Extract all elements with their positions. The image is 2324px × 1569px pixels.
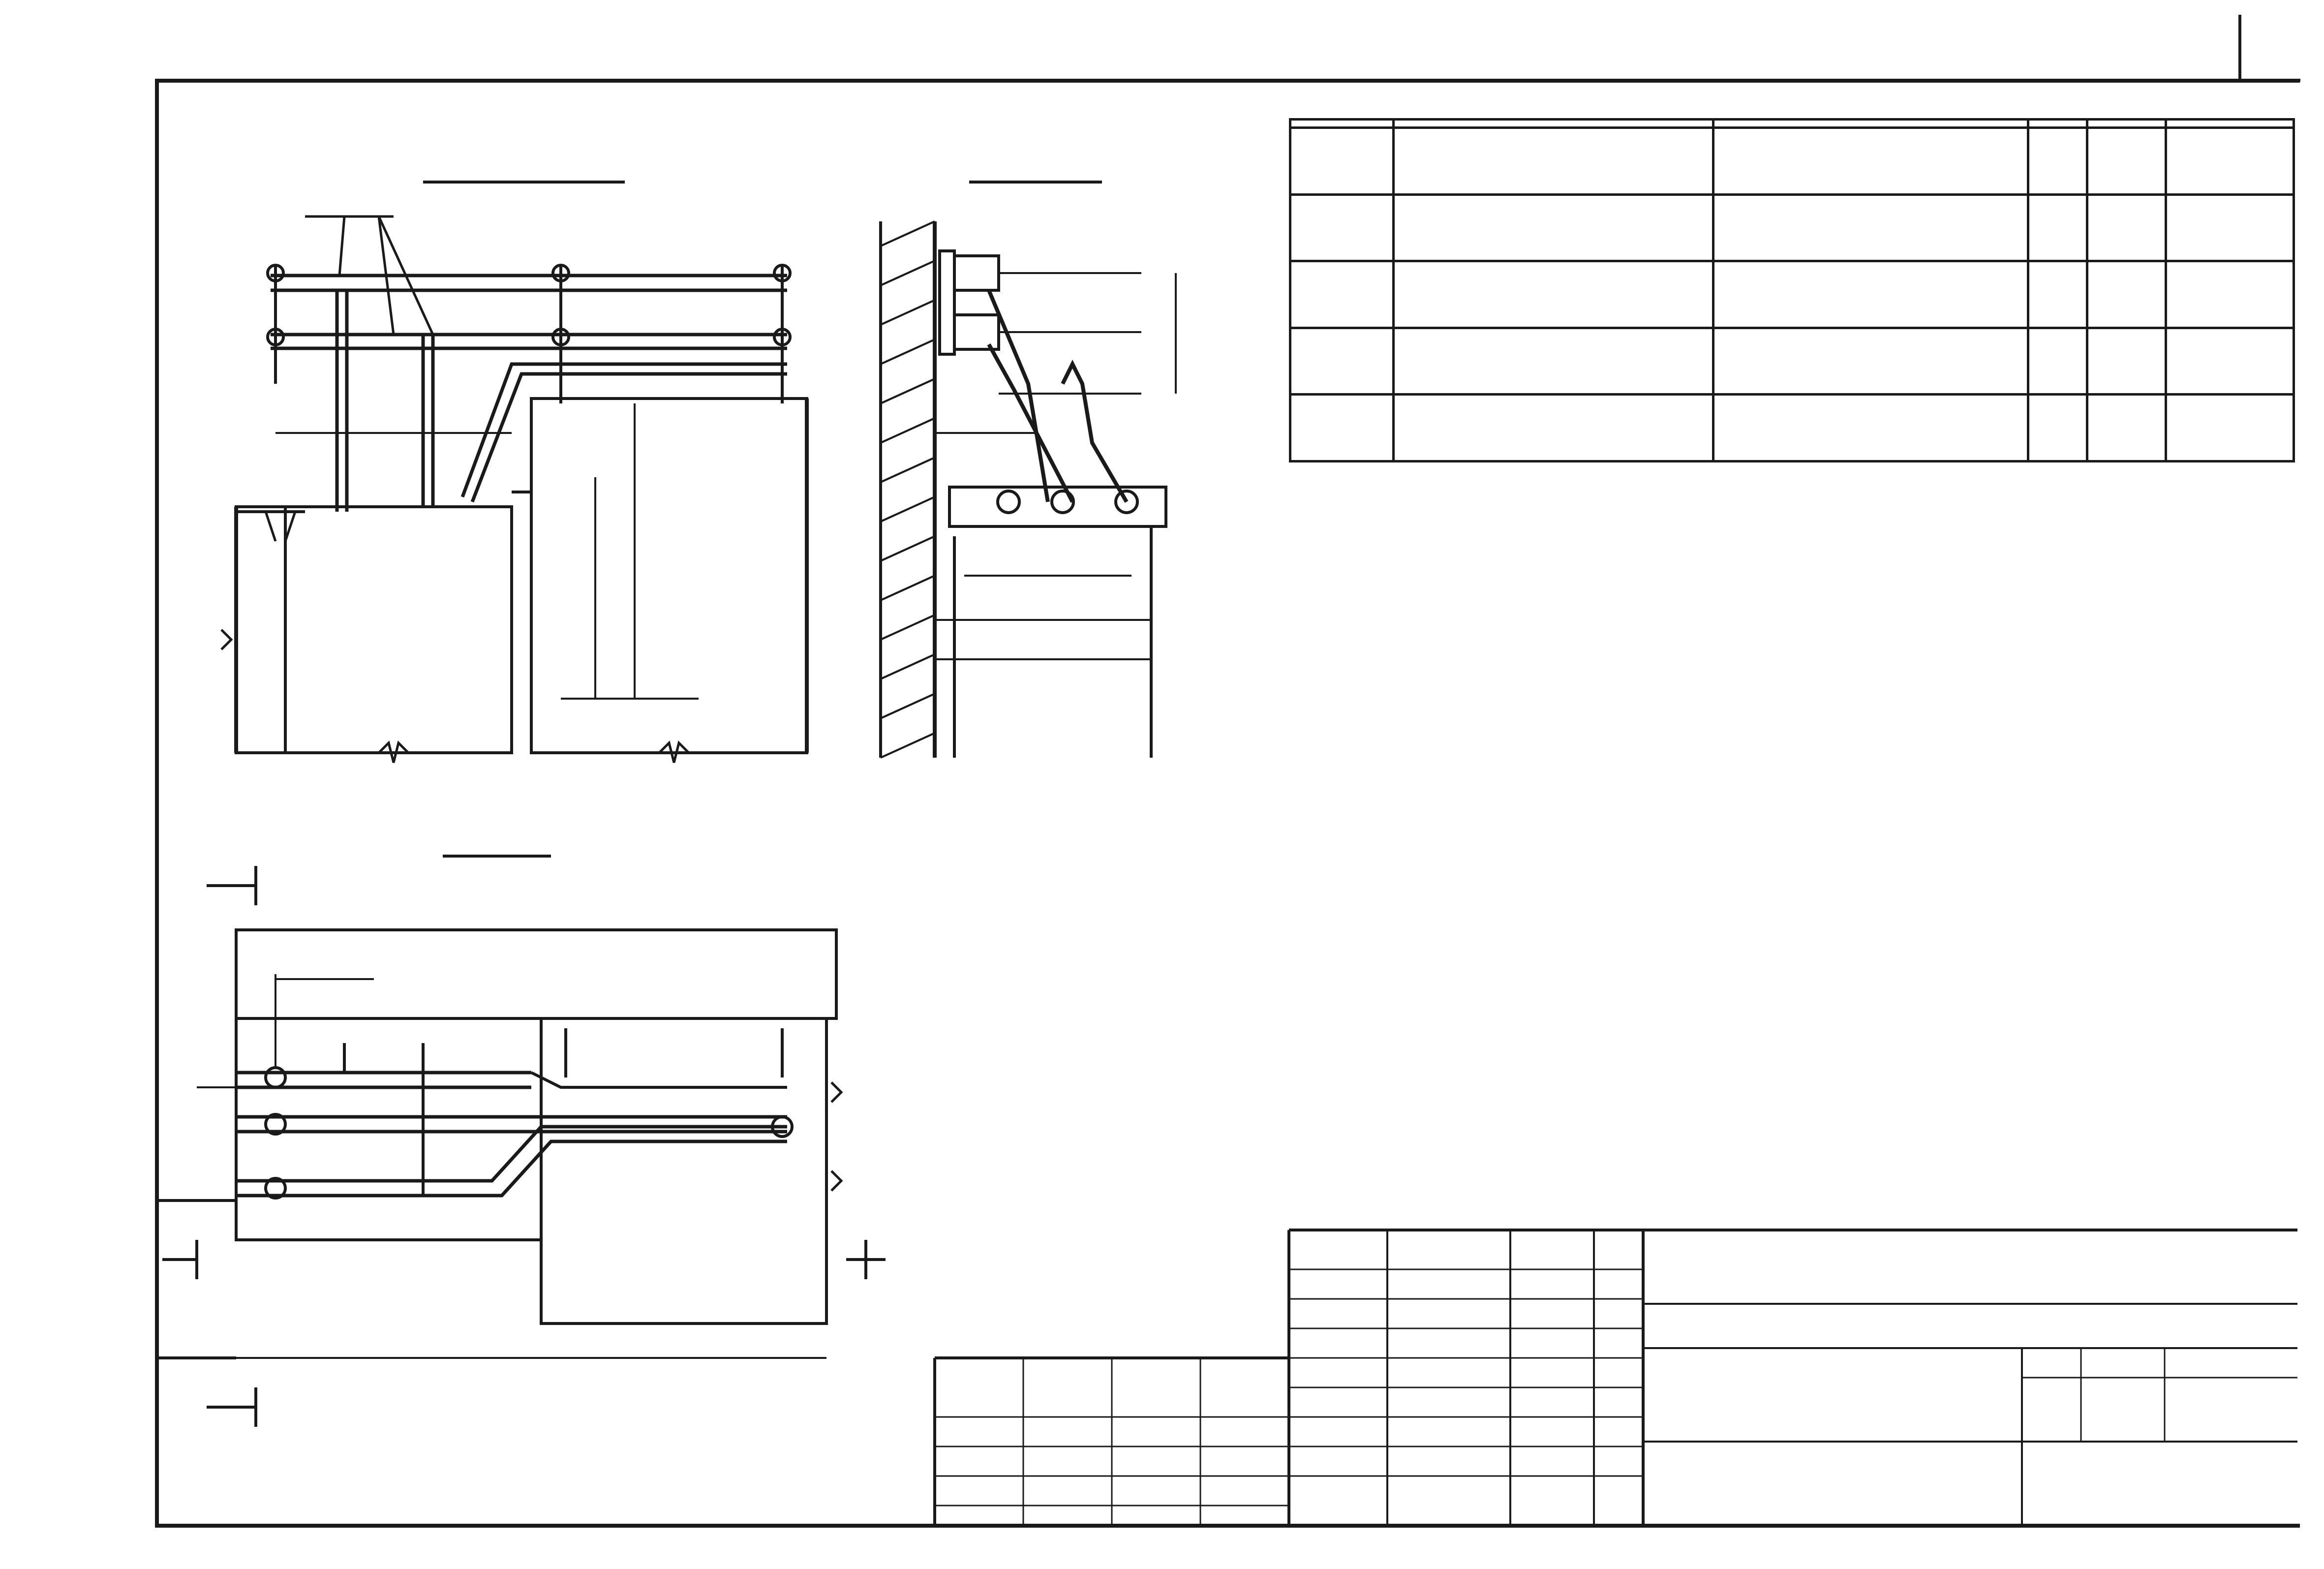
spec-cell [2027,126,2088,196]
spec-cell [1392,326,1714,396]
sheet-frame-left [155,79,159,1528]
spec-cell [1392,126,1714,196]
aa-break-mark [220,629,233,650]
spec-cell [1712,193,2029,263]
bb-holder-lower [953,313,1000,351]
spec-header-designation [1392,118,1714,129]
spec-cell [2027,326,2088,396]
spec-cell [2165,193,2295,263]
title-block-grid [155,1199,2297,1525]
plan-camera-7 [235,1017,543,1241]
spec-header-note [2165,118,2295,129]
spec-header-pos [1289,118,1395,129]
spec-header-mass [2086,118,2167,129]
plan-back-wall [235,928,838,1020]
spec-cell [2027,393,2088,462]
spec-cell [1392,193,1714,263]
spec-cell [1712,326,2029,396]
specification-table [1289,118,2295,462]
spec-header-name [1712,118,2029,129]
spec-cell [1289,260,1395,329]
table-row [1289,260,2295,329]
spec-cell [2165,393,2295,462]
aa-insulators [266,264,792,403]
plan-camera-9 [540,1017,828,1325]
table-row [1289,126,2295,196]
aa-busbar-bend-2 [470,372,787,503]
spec-header-qty [2027,118,2088,129]
table-row [1289,326,2295,396]
spec-cell [2086,260,2167,329]
spec-cell [2165,260,2295,329]
bb-busbar-bend-1 [987,289,1050,502]
spec-cell [1289,193,1395,263]
spec-cell [2165,126,2295,196]
table-row [1289,193,2295,263]
spec-cell [2086,193,2167,263]
bb-busbar-bend-3 [1061,360,1129,503]
aa-busbar-bend [460,362,787,498]
bb-busbar-bend-2 [987,343,1074,503]
sheet-frame-top [155,79,2300,83]
spec-cell [1289,326,1395,396]
sheet-number-box [2238,15,2300,82]
bb-wall-hatch [880,220,935,759]
sheet-frame-bottom [155,1524,2300,1528]
spec-cell [1392,260,1714,329]
spec-cell [2027,193,2088,263]
spec-cell [1712,393,2029,462]
aa-cabinet-left [235,505,513,754]
spec-header-row [1289,118,2295,129]
plan-busbar-3 [236,1125,787,1183]
spec-cell [2027,260,2088,329]
spec-cell [2086,393,2167,462]
bb-embedded-plate [938,249,956,356]
table-row [1289,393,2295,462]
spec-cell [2165,326,2295,396]
spec-cell [2086,126,2167,196]
spec-cell [1289,126,1395,196]
bb-holder-upper [953,254,1000,292]
spec-cell [1712,126,2029,196]
spec-cell [1289,393,1395,462]
spec-cell [1712,260,2029,329]
spec-cell [2086,326,2167,396]
bb-bracket [948,486,1167,528]
spec-cell [1392,393,1714,462]
